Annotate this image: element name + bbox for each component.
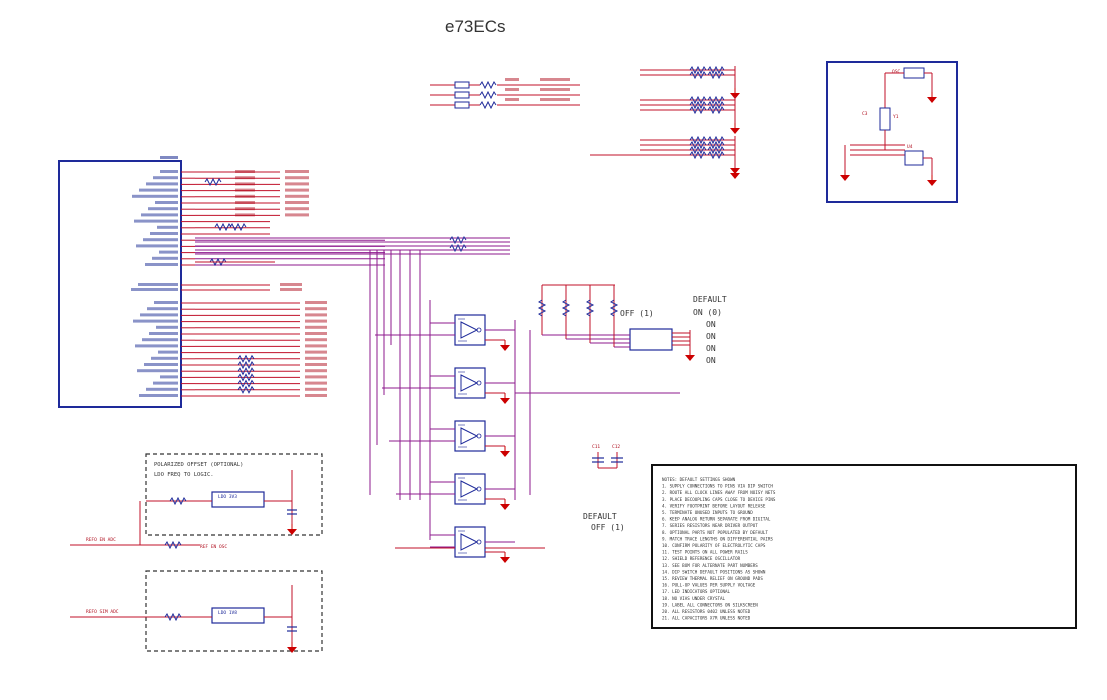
note-line: 17. LED INDICATORS OPTIONAL bbox=[662, 589, 731, 594]
note-line: 8. OPTIONAL PARTS NOT POPULATED BY DEFAU… bbox=[662, 530, 768, 535]
note-line: 18. NO VIAS UNDER CRYSTAL bbox=[662, 596, 726, 601]
main-ic-block bbox=[58, 156, 182, 408]
svg-text:REFO SIM ADC: REFO SIM ADC bbox=[86, 609, 119, 615]
note-line: 10. CONFIRM POLARITY OF ELECTROLYTIC CAP… bbox=[662, 543, 766, 548]
note-line: 13. SEE BOM FOR ALTERNATE PART NUMBERS bbox=[662, 563, 758, 568]
optional-ldo-box-top: POLARIZED OFFSET (OPTIONAL) LDO FREQ TO … bbox=[70, 453, 323, 550]
svg-text:REF EN OSC: REF EN OSC bbox=[200, 544, 227, 550]
note-line: 16. PULL-UP VALUES PER SUPPLY VOLTAGE bbox=[662, 583, 756, 588]
svg-text:LDO 1V8: LDO 1V8 bbox=[218, 610, 237, 616]
note-line: 21. ALL CAPACITORS X7R UNLESS NOTED bbox=[662, 616, 751, 621]
top-resistor-cluster bbox=[430, 78, 580, 109]
ldo-box-line1: POLARIZED OFFSET (OPTIONAL) bbox=[154, 462, 243, 468]
oscillator-box: OSC C3 Y1 U4 bbox=[826, 61, 958, 203]
note-line: 1. SUPPLY CONNECTIONS TO PINS VIA DIP SW… bbox=[662, 484, 773, 489]
diagram-title: e73ECs bbox=[445, 17, 505, 36]
note-line: 15. REVIEW THERMAL RELIEF ON GROUND PADS bbox=[662, 576, 763, 581]
dip-off-label: OFF (1) bbox=[620, 309, 654, 318]
note-line: 11. TEST POINTS ON ALL POWER RAILS bbox=[662, 550, 748, 555]
bottom-default-header: DEFAULT bbox=[583, 512, 617, 521]
dip-state-4: ON bbox=[706, 356, 716, 365]
decoupling-caps: C11 C12 bbox=[592, 444, 623, 469]
note-line: 20. ALL RESISTORS 0402 UNLESS NOTED bbox=[662, 609, 751, 614]
note-line: 9. MATCH TRACE LENGTHS ON DIFFERENTIAL P… bbox=[662, 536, 773, 541]
note-line: 12. SHIELD REFERENCE OSCILLATOR bbox=[662, 556, 741, 561]
svg-text:C11: C11 bbox=[592, 444, 600, 450]
svg-text:LDO 3V3: LDO 3V3 bbox=[218, 494, 237, 500]
notes-box: NOTES: DEFAULT SETTINGS SHOWN 1. SUPPLY C… bbox=[651, 464, 1077, 629]
ldo-box-line2: LDO FREQ TO LOGIC. bbox=[154, 472, 214, 478]
mux-stack bbox=[375, 300, 680, 564]
top-right-networks bbox=[590, 66, 741, 180]
optional-ldo-box-bottom: REFO SIM ADC LDO 1V8 bbox=[70, 570, 323, 654]
note-line: 6. KEEP ANALOG RETURN SEPARATE FROM DIGI… bbox=[662, 517, 771, 522]
signal-bus bbox=[195, 236, 510, 500]
svg-text:Y1: Y1 bbox=[893, 114, 899, 120]
note-line: 7. SERIES RESISTORS NEAR DRIVER OUTPUT bbox=[662, 523, 758, 528]
note-line: 2. ROUTE ALL CLOCK LINES AWAY FROM NOISY… bbox=[662, 490, 776, 495]
svg-text:C3: C3 bbox=[862, 111, 868, 117]
ic-output-wires bbox=[181, 170, 385, 397]
svg-text:REFO EN ADC: REFO EN ADC bbox=[86, 537, 116, 543]
dip-switch-area: OFF (1) DEFAULT ON (0) ON ON ON ON bbox=[538, 284, 727, 365]
dip-state-2: ON bbox=[706, 332, 716, 341]
dip-default-header: DEFAULT bbox=[693, 295, 727, 304]
note-line: 5. TERMINATE UNUSED INPUTS TO GROUND bbox=[662, 510, 753, 515]
bottom-default-value: OFF (1) bbox=[591, 523, 625, 532]
note-line: 19. LABEL ALL CONNECTORS ON SILKSCREEN bbox=[662, 602, 758, 607]
dip-on-header: ON (0) bbox=[693, 308, 722, 317]
dip-state-3: ON bbox=[706, 344, 716, 353]
note-line: 4. VERIFY FOOTPRINT BEFORE LAYOUT RELEAS… bbox=[662, 503, 766, 508]
note-line: NOTES: DEFAULT SETTINGS SHOWN bbox=[662, 477, 736, 482]
svg-text:C12: C12 bbox=[612, 444, 620, 450]
note-line: 14. DIP SWITCH DEFAULT POSITIONS AS SHOW… bbox=[662, 569, 766, 574]
dip-state-1: ON bbox=[706, 320, 716, 329]
svg-text:OSC: OSC bbox=[892, 69, 900, 75]
svg-text:U4: U4 bbox=[907, 144, 913, 150]
note-line: 3. PLACE DECOUPLING CAPS CLOSE TO DEVICE… bbox=[662, 497, 776, 502]
